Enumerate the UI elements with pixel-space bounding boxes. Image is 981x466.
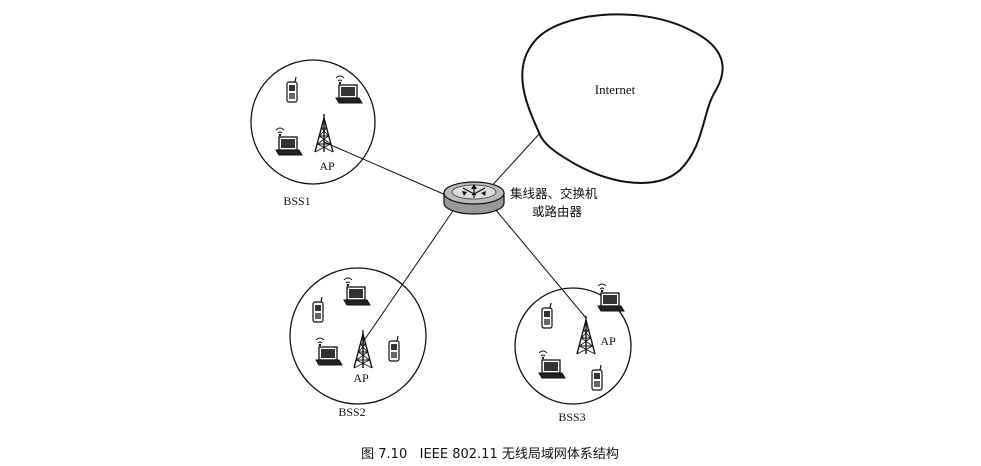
bss2-label: BSS2	[338, 405, 365, 419]
mobile-phone-icon	[388, 335, 400, 362]
laptop-icon	[343, 277, 371, 306]
bss1-ap-label: AP	[319, 159, 335, 173]
bss2-circle	[289, 267, 427, 405]
link-ap2-router	[362, 204, 458, 343]
bss3-label: BSS3	[558, 410, 585, 424]
link-router-internet	[487, 132, 541, 191]
bss2-group: AP BSS2	[289, 267, 427, 419]
bss1-group: AP BSS1	[250, 59, 376, 208]
mobile-phone-icon	[286, 76, 298, 103]
mobile-phone-icon	[541, 302, 553, 329]
connection-lines	[323, 132, 587, 343]
router-icon	[443, 181, 505, 215]
router-label-line1: 集线器、交换机	[510, 186, 598, 201]
cell-tower-icon	[353, 329, 373, 369]
figure-caption: 图 7.10 IEEE 802.11 无线局域网体系结构	[361, 447, 619, 462]
bss3-group: AP BSS3	[514, 283, 632, 424]
laptop-icon	[538, 350, 566, 379]
cell-tower-icon	[314, 113, 334, 153]
bss3-ap-label: AP	[600, 334, 616, 348]
bss2-ap-label: AP	[353, 371, 369, 385]
bss1-circle	[250, 59, 376, 185]
cell-tower-icon	[576, 315, 596, 355]
laptop-icon	[597, 283, 625, 312]
internet-cloud	[521, 13, 724, 184]
bss3-circle	[514, 287, 632, 405]
internet-label: Internet	[595, 82, 636, 97]
router-label-line2: 或路由器	[532, 204, 583, 219]
mobile-phone-icon	[312, 296, 324, 323]
laptop-icon	[275, 127, 303, 156]
laptop-icon	[315, 337, 343, 366]
link-ap1-router	[323, 141, 449, 197]
bss1-label: BSS1	[283, 194, 310, 208]
link-ap3-router	[489, 202, 587, 319]
mobile-phone-icon	[591, 364, 603, 391]
